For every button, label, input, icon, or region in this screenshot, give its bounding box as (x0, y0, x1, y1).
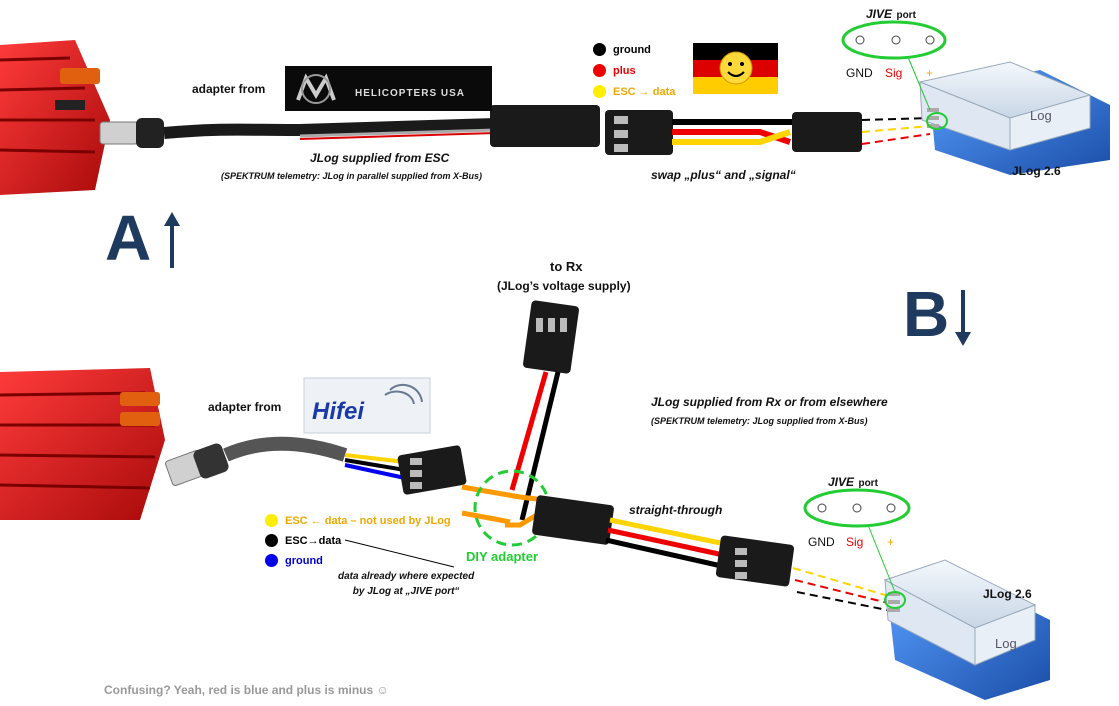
esc-b (0, 368, 165, 520)
device-case-text-a: Log (1030, 108, 1052, 123)
section-b-letter: B (903, 278, 950, 350)
rx-title: to Rx (550, 259, 583, 274)
device-label-b: JLog 2.6 (983, 587, 1032, 601)
legend-a-ground: ground (593, 43, 675, 56)
legend-a-ground-dot (593, 43, 606, 56)
legend-a-plus: plus (593, 64, 675, 77)
brand-logo-text-a: HELICOPTERS USA (355, 88, 466, 99)
legend-b-ground: ground (265, 554, 451, 567)
section-a-letter: A (105, 202, 152, 274)
adapter-label-a: adapter from (192, 82, 266, 96)
pin-gnd-a: GND (846, 66, 873, 80)
german-flag (693, 43, 778, 94)
servo-connector-a (605, 110, 673, 155)
pin-sig-b: Sig (846, 535, 864, 549)
supply-caption-a: JLog supplied from ESC (310, 151, 450, 165)
pin-gnd-b: GND (808, 535, 835, 549)
hifei-logo-text: Hifei (312, 398, 365, 425)
legend-b-esc-receive-label: ESC ← data – not used by JLog (285, 514, 451, 527)
data-note: data already where expected by JLog at „… (338, 569, 474, 599)
arrow-down-b (955, 290, 971, 346)
jlog-device-a: Log (918, 61, 1110, 175)
legend-a-data: ESC → data (593, 85, 675, 98)
telemetry-note-a: (SPEKTRUM telemetry: JLog in parallel su… (221, 171, 483, 181)
jive-port-title-b-suffix: port (858, 478, 878, 489)
legend-b-esc-send-dot (265, 534, 278, 547)
pin-plus-b: + (887, 535, 895, 549)
legend-b-ground-label: ground (285, 554, 323, 567)
legend-b-ground-dot (265, 554, 278, 567)
data-note-line1: data already where expected (338, 571, 475, 582)
legend-a-ground-label: ground (613, 43, 651, 56)
pin-plus-a: + (926, 66, 934, 80)
swap-caption-a: swap „plus“ and „signal“ (651, 168, 796, 182)
legend-a-plus-dot (593, 64, 606, 77)
jive-port-title-a-suffix: port (896, 10, 916, 21)
supply-caption-b: JLog supplied from Rx or from elsewhere (651, 395, 888, 409)
swap-wires-a (672, 112, 862, 152)
jive-port-a (841, 20, 948, 130)
legend-b-esc-send-label: ESC→data (285, 534, 342, 547)
legend-a-data-label: ESC → data (613, 85, 676, 98)
straight-caption-b: straight-through (629, 503, 723, 517)
footer-note: Confusing? Yeah, red is blue and plus is… (104, 683, 389, 697)
legend-b-esc-receive-dot (265, 514, 278, 527)
helicopters-usa-logo (285, 66, 492, 111)
data-note-line2: by JLog at „JIVE port“ (352, 586, 460, 597)
jive-port-title-b: JIVE port (828, 473, 878, 491)
telemetry-note-b: (SPEKTRUM telemetry: JLog supplied from … (651, 416, 868, 426)
adapter-label-b: adapter from (208, 400, 282, 414)
rx-wires (509, 300, 579, 521)
legend-a-plus-label: plus (613, 64, 636, 77)
legend-b-esc-send: ESC→data (265, 534, 451, 547)
jive-port-title-a: JIVE port (866, 5, 916, 23)
rx-subtitle: (JLog’s voltage supply) (497, 279, 631, 293)
usb-cable-b (164, 436, 467, 495)
dashed-wires-a (861, 117, 931, 145)
pin-sig-a: Sig (885, 66, 903, 80)
legend-a-data-dot (593, 85, 606, 98)
jive-port-title-a-main: JIVE (866, 7, 893, 21)
legend-a: ground plus ESC → data (593, 43, 675, 98)
data-note-pointer (344, 539, 455, 568)
esc-a (0, 40, 110, 195)
usb-cable-a (99, 105, 600, 148)
device-label-a: JLog 2.6 (1012, 164, 1061, 178)
diy-caption-b: DIY adapter (466, 549, 539, 564)
legend-b: ESC ← data – not used by JLog ESC→data g… (265, 514, 451, 567)
hifei-logo (303, 377, 431, 434)
device-case-text-b: Log (995, 636, 1017, 651)
dashed-wires-b (792, 567, 893, 612)
jlog-device-b: Log (883, 559, 1050, 700)
straight-through-cable (532, 495, 795, 587)
legend-b-esc-receive: ESC ← data – not used by JLog (265, 514, 451, 527)
jive-port-title-b-main: JIVE (828, 475, 855, 489)
jive-port-b (803, 488, 911, 609)
arrow-up-a (164, 212, 180, 268)
